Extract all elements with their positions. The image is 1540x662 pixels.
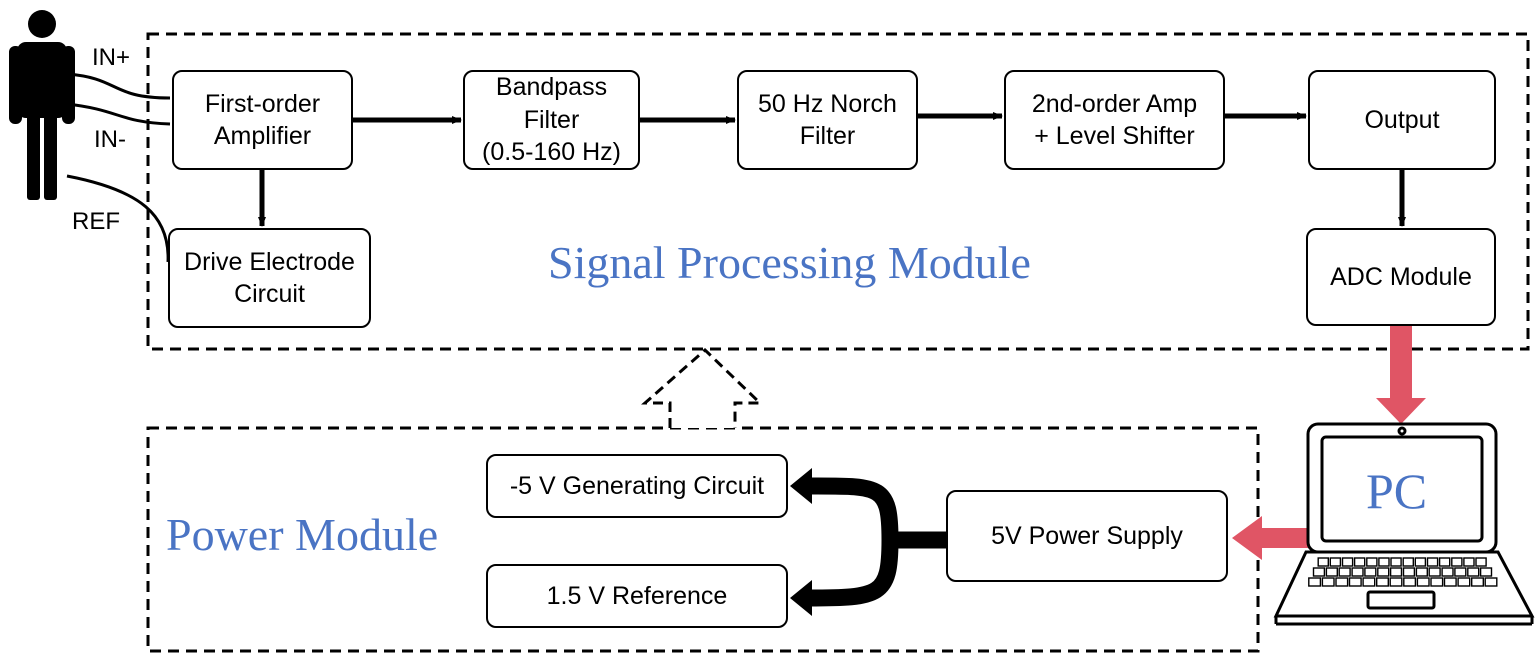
keyboard-key xyxy=(1362,577,1376,587)
block-line: Drive Electrode xyxy=(184,247,355,276)
keyboard-key xyxy=(1463,557,1475,567)
neg5v-circuit-block: -5 V Generating Circuit xyxy=(486,454,788,518)
keyboard-key xyxy=(1308,577,1322,587)
laptop-keyboard xyxy=(1308,557,1498,587)
keyboard-key xyxy=(1467,567,1480,577)
in-plus-wire xyxy=(66,72,171,100)
keyboard-key xyxy=(1353,557,1366,567)
arrow-pc-psu xyxy=(1232,516,1315,560)
power-module-title: Power Module xyxy=(166,509,439,560)
adc-module-block: ADC Module xyxy=(1306,228,1496,326)
keyboard-key xyxy=(1457,577,1471,587)
block-line: Circuit xyxy=(234,280,305,308)
power-fork-arrow xyxy=(790,468,946,616)
keyboard-key xyxy=(1415,567,1429,577)
keyboard-key xyxy=(1479,567,1493,577)
in-minus-label: IN- xyxy=(94,126,126,153)
bandpass-filter-block: Bandpass Filter (0.5-160 Hz) xyxy=(463,70,640,170)
keyboard-key xyxy=(1403,577,1417,587)
keyboard-key xyxy=(1443,577,1457,587)
keyboard-key xyxy=(1375,577,1389,587)
keyboard-key xyxy=(1377,567,1390,577)
output-block: Output xyxy=(1308,70,1496,170)
keyboard-key xyxy=(1341,557,1354,567)
keyboard-key xyxy=(1428,567,1441,577)
keyboard-key xyxy=(1338,567,1351,577)
keyboard-key xyxy=(1402,557,1414,567)
ref-1v5-block: 1.5 V Reference xyxy=(486,564,788,628)
block-line: 50 Hz Norch xyxy=(758,89,897,118)
signal-module-title: Signal Processing Module xyxy=(548,237,1031,288)
keyboard-key xyxy=(1329,557,1342,567)
signal-module-frame xyxy=(146,32,1530,351)
keyboard-key xyxy=(1325,567,1339,577)
keyboard-key xyxy=(1426,557,1439,567)
ref-wire xyxy=(66,174,170,263)
keyboard-key xyxy=(1475,557,1487,567)
keyboard-key xyxy=(1441,567,1454,577)
block-line: Amplifier xyxy=(213,122,312,150)
keyboard-key xyxy=(1402,567,1416,577)
keyboard-key xyxy=(1378,557,1390,567)
keyboard-key xyxy=(1335,577,1349,587)
block-line: ADC Module xyxy=(1330,262,1472,291)
keyboard-key xyxy=(1321,577,1335,587)
block-line: + Level Shifter xyxy=(1034,122,1195,150)
block-line: Bandpass Filter xyxy=(495,73,608,134)
keyboard-key xyxy=(1451,557,1463,567)
power-to-signal-arrow xyxy=(641,347,764,428)
keyboard-key xyxy=(1484,577,1498,587)
laptop-icon xyxy=(1273,422,1535,626)
block-line: 1.5 V Reference xyxy=(546,581,728,610)
block-line: (0.5-160 Hz) xyxy=(482,138,621,167)
keyboard-key xyxy=(1414,557,1427,567)
power-supply-5v-block: 5V Power Supply xyxy=(946,490,1228,582)
keyboard-key xyxy=(1470,577,1484,587)
block-line: First-order xyxy=(204,89,321,118)
second-order-amp-block: 2nd-order Amp + Level Shifter xyxy=(1004,70,1225,170)
keyboard-key xyxy=(1317,557,1329,567)
block-line: -5 V Generating Circuit xyxy=(509,471,765,500)
keyboard-key xyxy=(1366,557,1378,567)
in-minus-wire xyxy=(66,102,171,126)
keyboard-key xyxy=(1438,557,1451,567)
keyboard-key xyxy=(1390,557,1402,567)
keyboard-key xyxy=(1416,577,1430,587)
keyboard-key xyxy=(1430,577,1444,587)
keyboard-key xyxy=(1312,567,1326,577)
block-line: 5V Power Supply xyxy=(991,521,1183,550)
ref-label: REF xyxy=(72,208,120,235)
keyboard-key xyxy=(1348,577,1362,587)
person-icon xyxy=(9,10,75,200)
keyboard-key xyxy=(1389,567,1403,577)
in-plus-label: IN+ xyxy=(92,44,131,71)
keyboard-key xyxy=(1389,577,1403,587)
keyboard-key xyxy=(1454,567,1467,577)
arrow-adc-pc xyxy=(1376,326,1426,424)
block-line: Output xyxy=(1364,105,1440,134)
pc-label: PC xyxy=(1366,463,1428,519)
keyboard-key xyxy=(1364,567,1377,577)
block-line: 2nd-order Amp xyxy=(1031,89,1198,118)
block-line: Filter xyxy=(799,122,856,150)
keyboard-key xyxy=(1351,567,1364,577)
